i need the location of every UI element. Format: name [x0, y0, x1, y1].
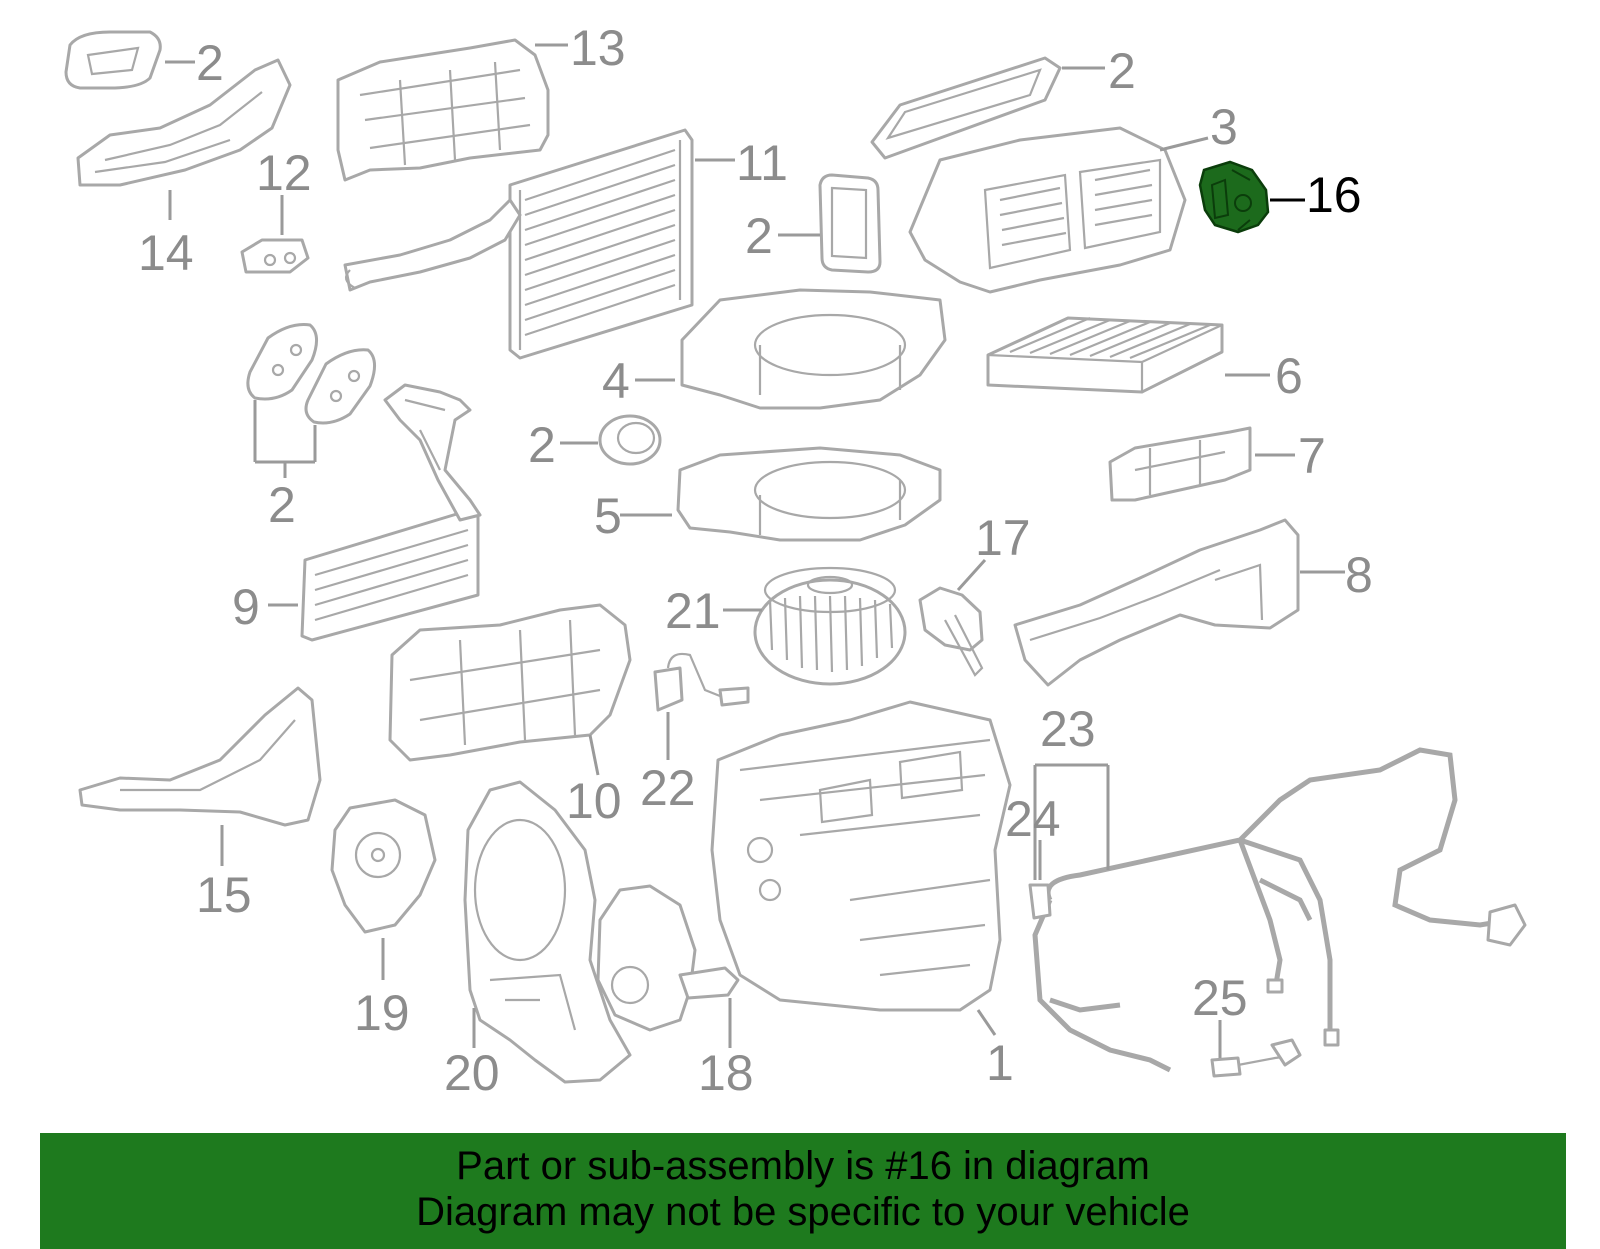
callout-12: 12	[256, 145, 312, 201]
part-14-duct	[76, 58, 292, 187]
part-2-seal-top-middle	[870, 56, 1062, 160]
callout-2: 2	[268, 477, 296, 533]
part-24-connector	[1028, 883, 1052, 920]
callout-5: 5	[594, 488, 622, 544]
part-17-actuator	[918, 586, 984, 677]
parts-diagram: 2 13 2 3 16 14 12 11 2 4 6 2 2 7 5 17 9 …	[64, 20, 1527, 1101]
callout-4: 4	[602, 353, 630, 409]
part-20-module	[463, 780, 632, 1084]
callout-10: 10	[566, 773, 622, 829]
part-12-connector	[240, 238, 310, 274]
callout-2: 2	[745, 208, 773, 264]
part-15-duct	[78, 686, 322, 827]
part-18-actuator	[596, 884, 740, 1032]
callout-9: 9	[232, 579, 260, 635]
part-4-blower-housing	[680, 288, 947, 410]
callout-1: 1	[986, 1035, 1014, 1091]
callout-24: 24	[1005, 791, 1061, 847]
callout-8: 8	[1345, 547, 1373, 603]
callout-21: 21	[665, 583, 721, 639]
callout-2: 2	[1108, 43, 1136, 99]
part-1-hvac-housing	[710, 700, 1012, 1012]
callout-22: 22	[640, 760, 696, 816]
callout-14: 14	[138, 225, 194, 281]
part-3-blower-case	[908, 126, 1187, 294]
callout-19: 19	[354, 985, 410, 1041]
callout-11: 11	[736, 135, 788, 191]
part-10-housing	[388, 603, 632, 762]
part-19-actuator	[330, 798, 437, 934]
banner-line-1: Part or sub-assembly is #16 in diagram	[456, 1144, 1150, 1188]
part-22-sensor	[653, 652, 750, 712]
part-2-seal-top-left	[64, 30, 162, 90]
callout-labels: 2 13 2 3 16 14 12 11 2 4 6 2 2 7 5 17 9 …	[138, 20, 1373, 1101]
part-16-actuator-highlighted	[1198, 160, 1270, 234]
part-6-cabin-filter	[986, 316, 1224, 394]
callout-leaders	[165, 43, 1345, 1058]
callout-2: 2	[196, 35, 224, 91]
part-21-blower-motor	[753, 566, 907, 686]
callout-3: 3	[1210, 99, 1238, 155]
callout-18: 18	[698, 1045, 754, 1101]
callout-15: 15	[196, 867, 252, 923]
banner-line-2: Diagram may not be specific to your vehi…	[416, 1190, 1190, 1234]
part-25-sensor	[1210, 1038, 1302, 1078]
callout-13: 13	[570, 20, 626, 76]
callout-25: 25	[1192, 970, 1248, 1026]
callout-6: 6	[1275, 348, 1303, 404]
notice-banner: Part or sub-assembly is #16 in diagram D…	[40, 1133, 1566, 1249]
callout-16: 16	[1306, 167, 1362, 223]
part-9-heater-core	[300, 383, 482, 642]
part-5-lower-housing	[676, 446, 942, 542]
callout-17: 17	[975, 510, 1031, 566]
callout-7: 7	[1298, 428, 1326, 484]
callout-2: 2	[528, 417, 556, 473]
part-2-pads	[246, 323, 376, 425]
part-8-duct	[1013, 518, 1300, 687]
part-2-frame-seal-middle	[818, 173, 882, 274]
part-13-frame	[336, 38, 550, 182]
part-2-motor-cap	[598, 414, 662, 466]
part-7-bracket	[1108, 426, 1252, 502]
callout-20: 20	[444, 1045, 500, 1101]
part-11-evaporator	[343, 128, 694, 360]
callout-23: 23	[1040, 701, 1096, 757]
